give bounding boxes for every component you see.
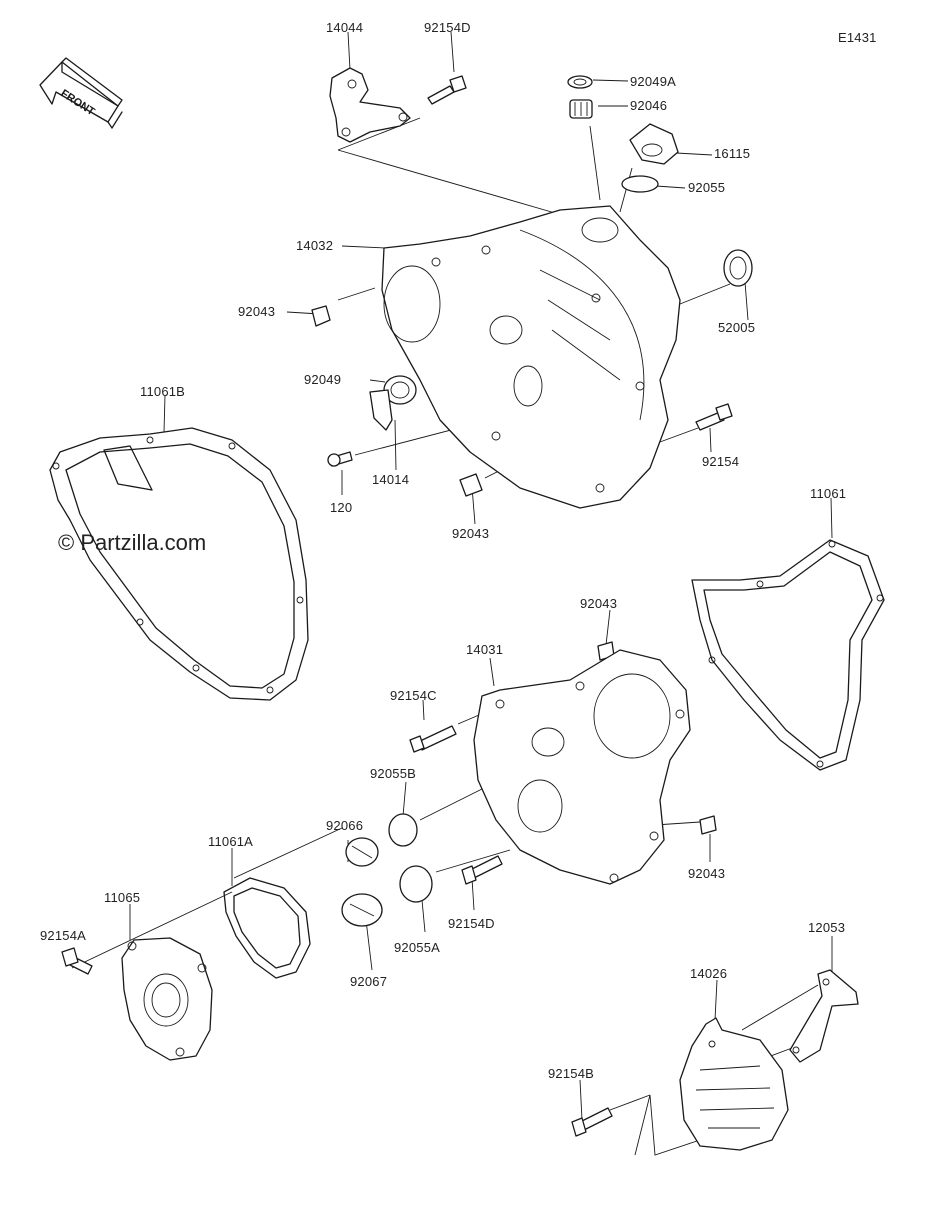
dowel-92043-b	[459, 473, 483, 497]
plug-92066	[345, 837, 379, 867]
part-label-92154C[interactable]: 92154C	[390, 688, 437, 703]
part-label-11061[interactable]: 11061	[810, 486, 847, 501]
cover-11065	[121, 937, 213, 1061]
part-label-14014[interactable]: 14014	[372, 472, 410, 487]
bolt-92154D-bottom	[461, 855, 503, 885]
cover-14032	[381, 205, 681, 509]
gasket-11061B	[49, 427, 309, 701]
oil-seal-52005	[723, 249, 753, 287]
bolt-92154	[695, 403, 733, 431]
cover-14031	[473, 649, 691, 885]
part-label-92043-d[interactable]: 92043	[688, 866, 726, 881]
part-label-14031[interactable]: 14031	[466, 642, 504, 657]
o-ring-92055A	[399, 865, 433, 903]
part-label-92154A[interactable]: 92154A	[40, 928, 87, 943]
part-label-92055B[interactable]: 92055B	[370, 766, 417, 781]
part-label-92154D-top[interactable]: 92154D	[424, 20, 471, 35]
dowel-92043-d	[699, 815, 717, 835]
part-label-92154B[interactable]: 92154B	[548, 1066, 595, 1081]
part-label-92154[interactable]: 92154	[702, 454, 740, 469]
part-label-92043-b[interactable]: 92043	[452, 526, 490, 541]
bolt-92154A	[61, 947, 93, 975]
gasket-11061A	[223, 877, 311, 979]
part-label-92043-a[interactable]: 92043	[238, 304, 276, 319]
bolt-92154D-top	[427, 75, 467, 105]
part-label-92055A[interactable]: 92055A	[394, 940, 441, 955]
part-label-92067[interactable]: 92067	[350, 974, 388, 989]
bolt-92154C	[409, 725, 457, 753]
part-label-52005[interactable]: 52005	[718, 320, 756, 335]
part-label-14026[interactable]: 14026	[690, 966, 728, 981]
oil-cap-16115	[629, 123, 679, 165]
plate-14014	[369, 389, 393, 431]
part-label-92049A[interactable]: 92049A	[630, 74, 677, 89]
oil-seal-92049A	[567, 75, 593, 89]
bolt-92154B	[571, 1107, 613, 1137]
part-label-12053[interactable]: 12053	[808, 920, 846, 935]
part-label-92154D-bottom[interactable]: 92154D	[448, 916, 495, 931]
bracket-12053	[789, 969, 859, 1063]
o-ring-92055B	[388, 813, 418, 847]
part-label-11065[interactable]: 11065	[104, 890, 141, 905]
guard-14026	[679, 1017, 789, 1151]
part-label-92043-c[interactable]: 92043	[580, 596, 618, 611]
gasket-11061	[691, 539, 885, 771]
ref-code: E1431	[838, 30, 877, 45]
part-label-92055[interactable]: 92055	[688, 180, 726, 195]
bracket-14044	[329, 67, 411, 143]
part-label-92046[interactable]: 92046	[630, 98, 668, 113]
bolt-120	[327, 451, 353, 467]
watermark: © Partzilla.com	[58, 530, 207, 555]
o-ring-92055	[621, 175, 659, 193]
part-label-14032[interactable]: 14032	[296, 238, 334, 253]
part-label-14044[interactable]: 14044	[326, 20, 364, 35]
part-label-16115[interactable]: 16115	[714, 146, 751, 161]
bearing-92046	[569, 99, 593, 119]
plug-92067	[341, 893, 383, 927]
part-label-92066[interactable]: 92066	[326, 818, 364, 833]
part-label-11061A[interactable]: 11061A	[208, 834, 254, 849]
part-label-92049[interactable]: 92049	[304, 372, 342, 387]
part-label-120[interactable]: 120	[330, 500, 353, 515]
oil-seal-92049	[383, 375, 417, 405]
part-label-11061B[interactable]: 11061B	[140, 384, 186, 399]
dowel-92043-a	[311, 305, 331, 327]
front-arrow-icon: FRONT	[39, 57, 123, 129]
